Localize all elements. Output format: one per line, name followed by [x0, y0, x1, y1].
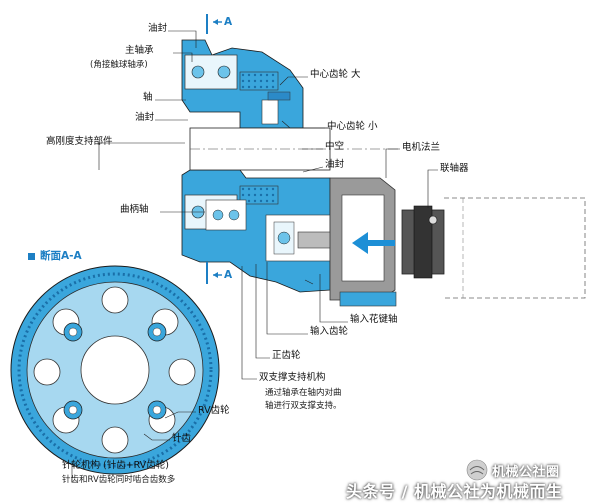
double-support-note-2: 轴进行双支撑支持。	[265, 401, 342, 411]
watermark-top: 机械公社圈	[492, 465, 560, 480]
double-support-note-1: 通过轴承在轴内对曲	[265, 388, 342, 398]
section-aa-view	[10, 265, 220, 475]
section-mark-top: A	[224, 16, 233, 28]
main-bearing-note: (角接触球轴承)	[90, 60, 148, 70]
reducer-section	[181, 39, 586, 307]
oil-seal-left-label: 油封	[135, 112, 155, 123]
pin-wheel-label: 针轮机构 (针齿+RV齿轮)	[62, 460, 169, 471]
center-gear-small-label: 中心齿轮 小	[327, 121, 378, 132]
section-mark-bottom: A	[224, 269, 233, 281]
pin-wheel-note: 针齿和RV齿轮同时啮合齿数多	[62, 475, 176, 485]
oil-seal-right-label: 油封	[325, 159, 345, 170]
rv-gear-label: RV齿轮	[198, 405, 230, 416]
leader-lines	[71, 30, 438, 482]
pin-gear-label: 针齿	[172, 433, 192, 444]
center-gear-large-label: 中心齿轮 大	[310, 69, 361, 80]
section-marker-square	[28, 253, 35, 260]
main-bearing-label: 主轴承	[125, 45, 154, 56]
section-cut-marks	[206, 14, 222, 284]
motor-flange-label: 电机法兰	[402, 142, 441, 153]
watermark-badge	[466, 459, 488, 481]
double-support-label: 双支撑支持机构	[259, 372, 326, 383]
watermark-bottom: 头条号 / 机械公社为机械而生	[346, 482, 563, 501]
hollow-label: 中空	[325, 141, 345, 152]
shaft-label: 轴	[143, 92, 153, 103]
input-gear-label: 输入齿轮	[310, 326, 349, 337]
rigid-support-label: 高刚度支持部件	[46, 136, 113, 147]
input-spline-shaft-label: 输入花键轴	[350, 314, 398, 325]
crankshaft-label: 曲柄轴	[120, 204, 149, 215]
spur-gear-label: 正齿轮	[272, 350, 301, 361]
oil-seal-top-label: 油封	[148, 23, 168, 34]
section-aa-label: 断面A-A	[40, 250, 82, 262]
coupling-label: 联轴器	[440, 163, 469, 174]
